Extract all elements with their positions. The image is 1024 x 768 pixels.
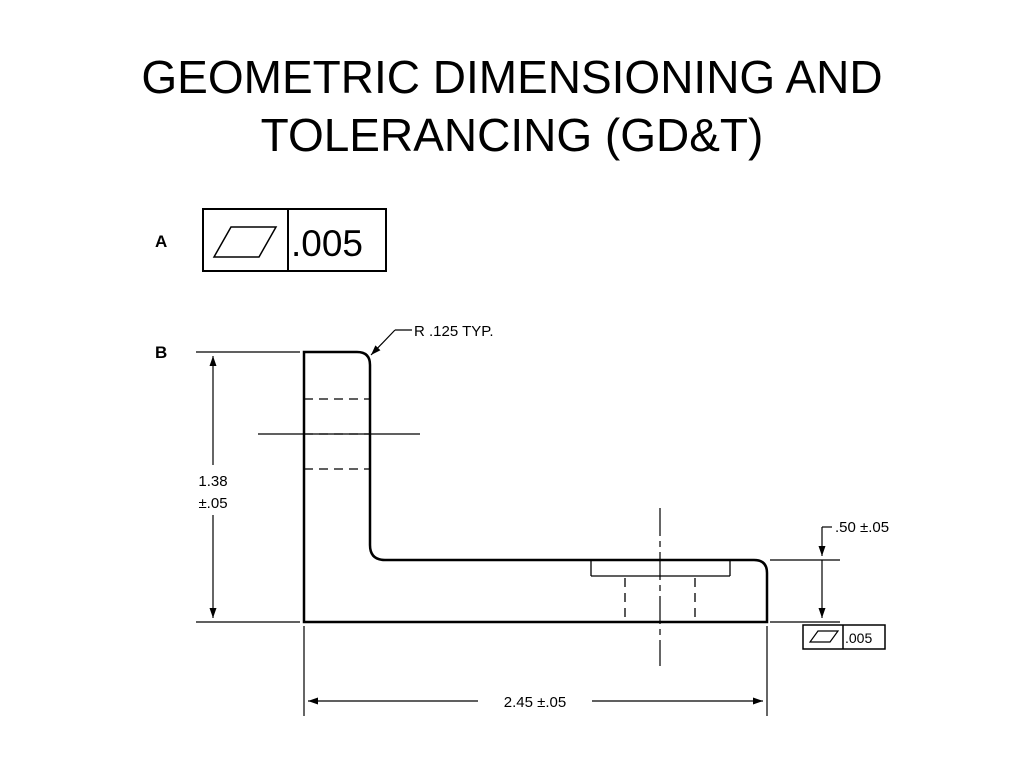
height-tolerance: ±.05 [198, 495, 227, 512]
flatness-icon [212, 226, 278, 258]
figure-b-label: B [155, 343, 167, 362]
tolerance-value-b: .005 [845, 630, 872, 646]
figure-a-label: A [155, 232, 167, 251]
feature-control-frame-b: .005 [802, 624, 886, 650]
feature-control-frame-a: .005 [202, 208, 387, 272]
thickness-dimension [770, 526, 840, 623]
tolerance-value-a: .005 [291, 223, 363, 264]
thickness-dim-label: .50 ±.05 [835, 519, 889, 536]
height-dimension [196, 351, 300, 623]
title-line-2: TOLERANCING (GD&T) [260, 109, 764, 161]
height-value: 1.38 [198, 473, 227, 490]
length-dim-label: 2.45 ±.05 [504, 694, 566, 711]
length-dimension [303, 626, 768, 716]
part-outline [302, 350, 769, 624]
title-line-1: GEOMETRIC DIMENSIONING AND [141, 51, 883, 103]
radius-note: R .125 TYP. [414, 323, 494, 340]
flatness-icon [808, 630, 840, 643]
radius-leader: R .125 TYP. [370, 323, 494, 356]
slide-title: GEOMETRIC DIMENSIONING AND TOLERANCING (… [0, 48, 1024, 164]
